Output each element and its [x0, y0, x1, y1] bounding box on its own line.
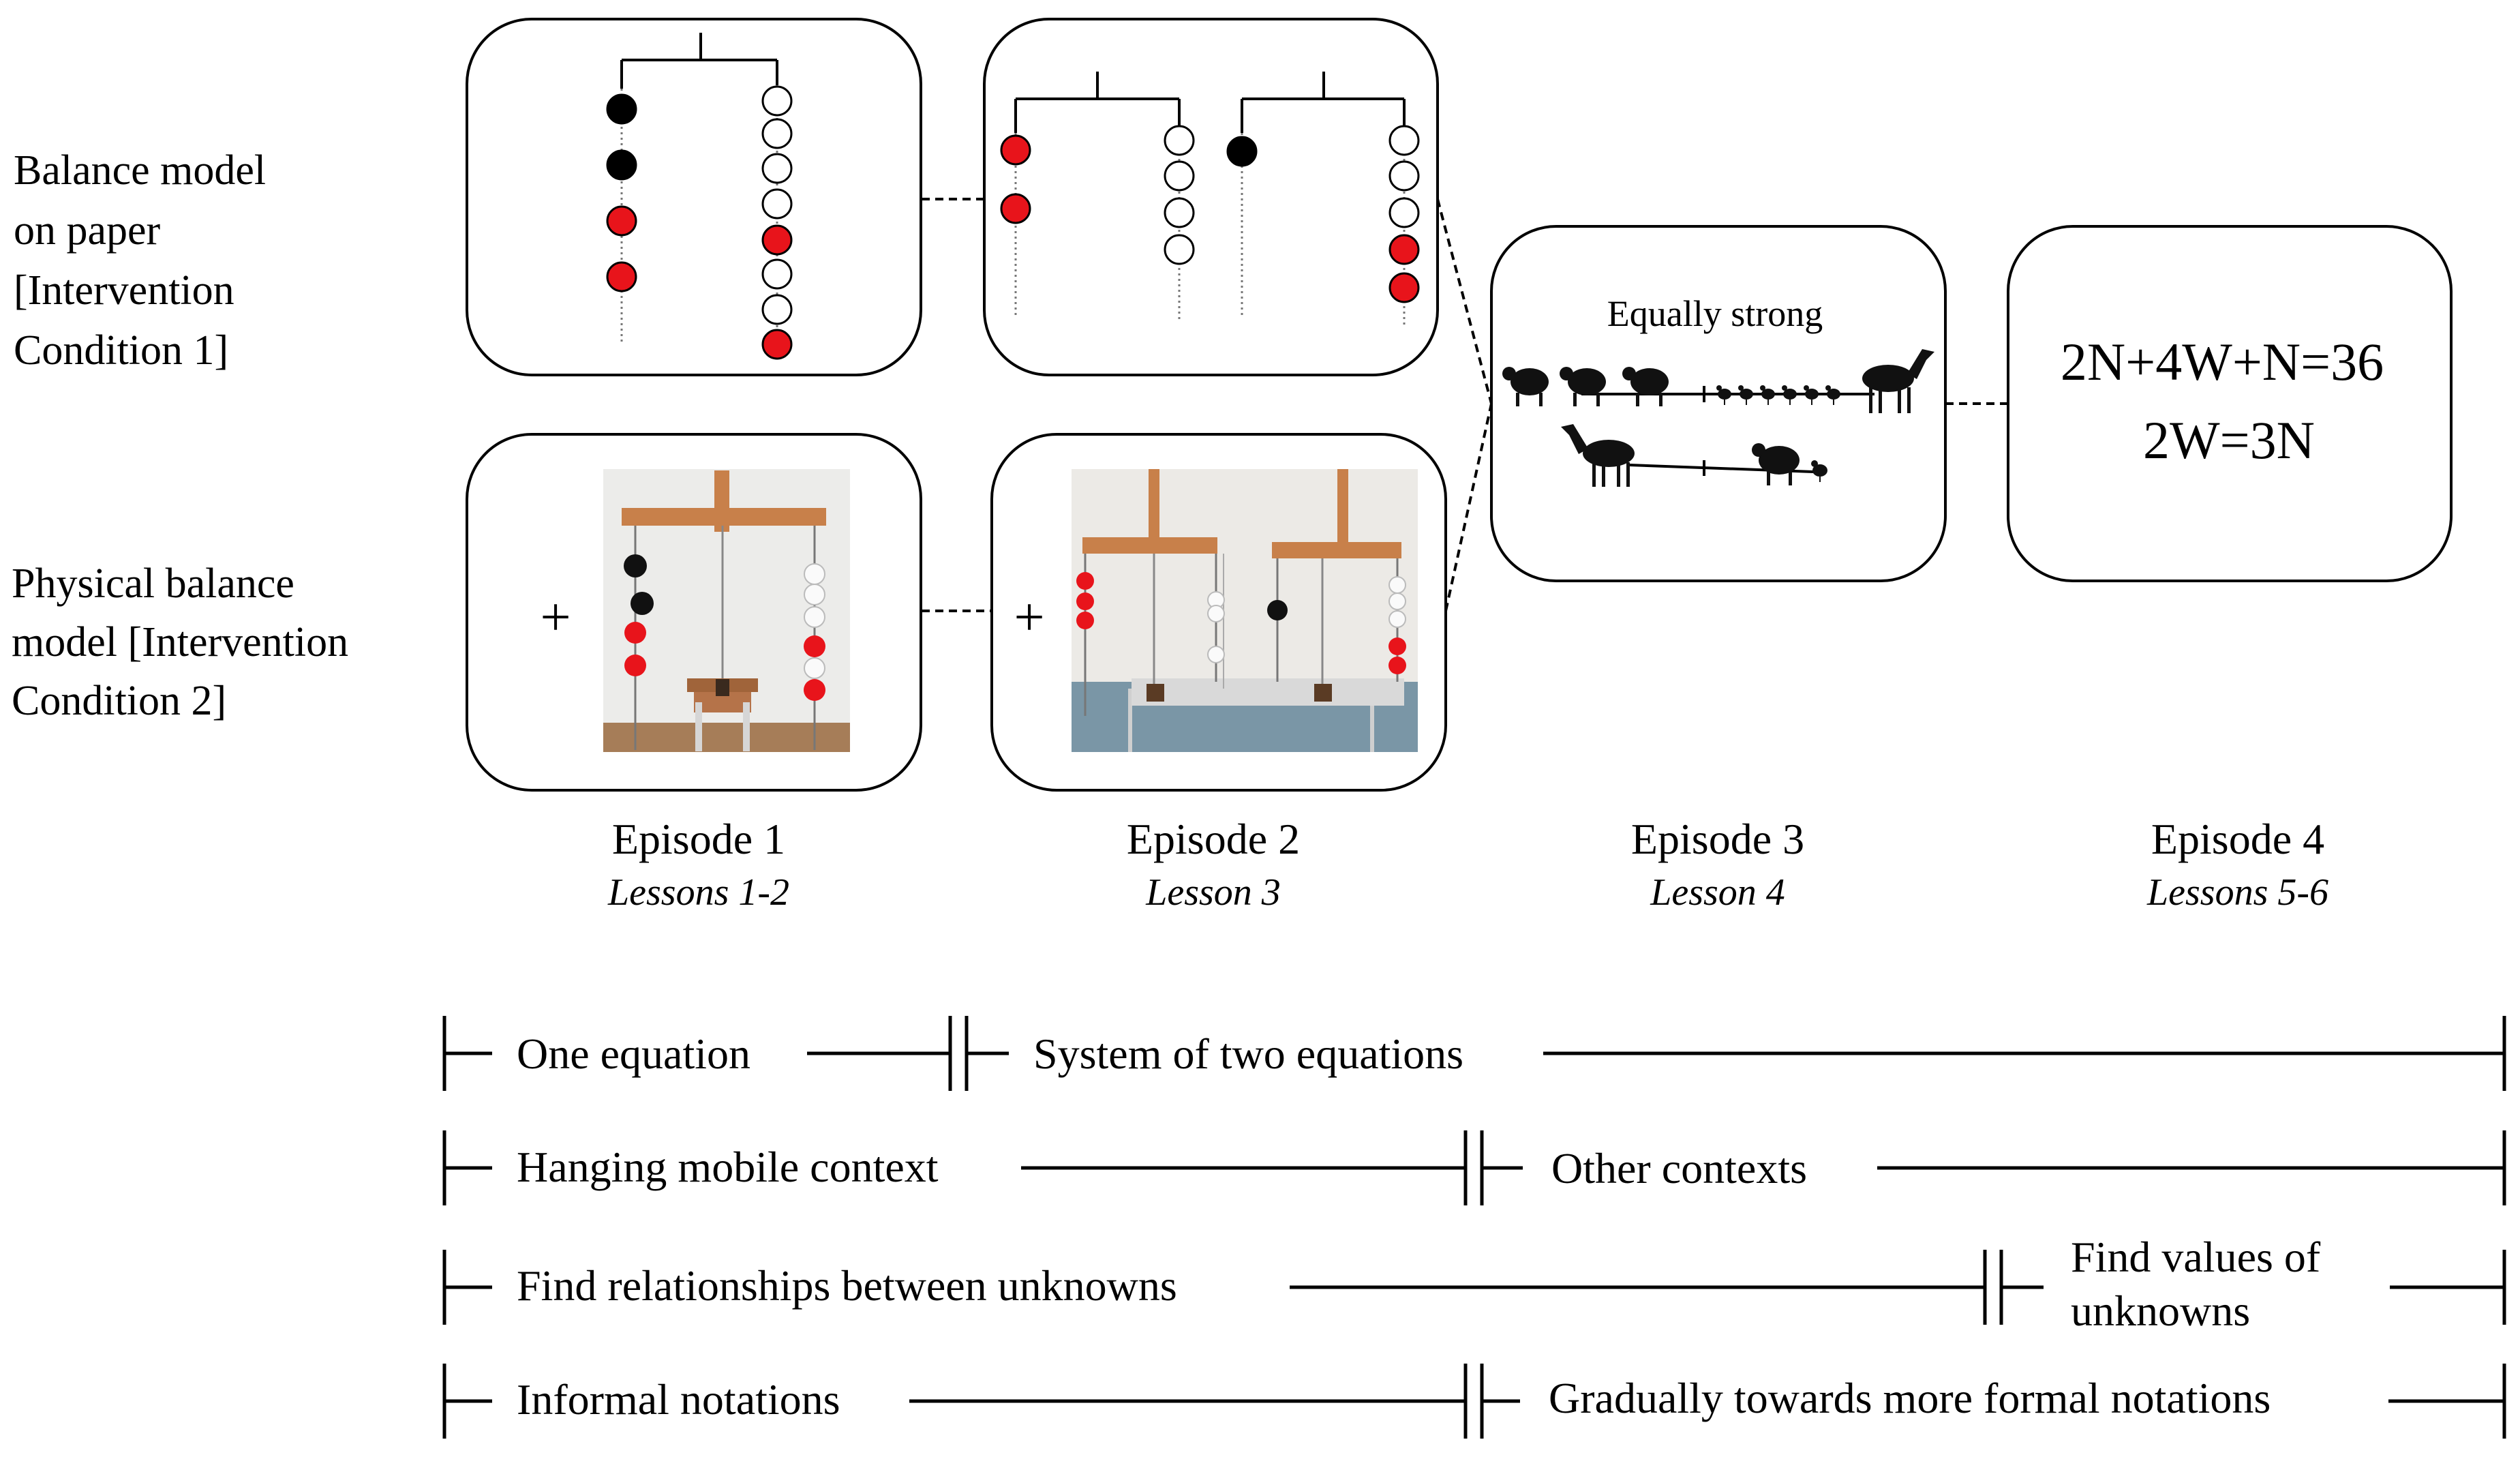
panel-episode4	[2007, 225, 2453, 582]
bead-white	[761, 294, 793, 325]
bead-red	[1388, 272, 1420, 303]
episode-2-title: Episode 2	[1127, 815, 1300, 863]
photo-physical-model-1	[603, 469, 850, 752]
bead-white	[761, 118, 793, 149]
animal-balance-row-2	[1561, 424, 1827, 487]
bead-red	[1000, 134, 1031, 166]
sheep-icon	[1502, 367, 1549, 406]
bead-white	[1164, 234, 1195, 265]
timeline-segment: Find relationships between unknowns	[517, 1261, 1177, 1310]
episode-4-lessons: Lessons 5-6	[2146, 871, 2328, 914]
paper-mobile-2a	[1000, 72, 1195, 320]
episode-1-title: Episode 1	[612, 815, 785, 863]
panel-episode3	[1490, 225, 1947, 582]
timeline-unknowns: Find relationships between unknowns Find…	[442, 1233, 2506, 1335]
timeline-segment: Hanging mobile context	[517, 1143, 939, 1191]
bead-white	[761, 188, 793, 220]
bead-red	[1388, 234, 1420, 265]
timeline-notations: Informal notations Gradually towards mor…	[442, 1364, 2506, 1439]
bead-white	[761, 85, 793, 117]
episode-3-title: Episode 3	[1631, 815, 1804, 863]
timeline-segment: Informal notations	[517, 1375, 840, 1424]
paper-mobile-1	[606, 33, 793, 360]
connector	[1444, 403, 1493, 612]
photo-physical-model-2	[1072, 469, 1418, 752]
timeline-segment: Other contexts	[1551, 1144, 1807, 1192]
bead-red	[761, 329, 793, 360]
episode-3-lessons: Lesson 4	[1650, 871, 1785, 914]
chicken-icon	[1716, 385, 1731, 405]
timeline-segment-line: Find values of	[2071, 1233, 2321, 1281]
plus-sign: +	[1014, 588, 1044, 648]
chicken-icon	[1811, 460, 1827, 482]
chicken-icon	[1760, 385, 1775, 405]
equation-2: 2W=3N	[2143, 410, 2315, 470]
chicken-icon	[1738, 385, 1753, 405]
bead-white	[1388, 125, 1420, 156]
episode-1-lessons: Lessons 1-2	[607, 871, 789, 914]
episode-4-title: Episode 4	[2151, 815, 2324, 863]
bead-black	[606, 93, 637, 125]
bead-white	[1164, 160, 1195, 192]
chicken-icon	[1804, 385, 1819, 405]
row-label-paper: Balance model on paper [Intervention Con…	[14, 147, 277, 374]
episode3-title: Equally strong	[1607, 293, 1823, 334]
row-label-physical: Physical balance model [Intervention Con…	[12, 560, 359, 724]
bead-red	[606, 261, 637, 292]
bead-red	[761, 224, 793, 256]
bead-white	[1164, 125, 1195, 156]
sheep-icon	[1622, 367, 1669, 406]
bead-white	[1388, 160, 1420, 192]
bead-white	[761, 258, 793, 290]
timeline-segment: System of two equations	[1033, 1030, 1463, 1078]
sheep-icon	[1752, 443, 1800, 485]
timeline-contexts: Hanging mobile context Other contexts	[442, 1130, 2506, 1205]
timeline-segment: One equation	[517, 1030, 750, 1078]
timeline-segment-wrapped: Find values of unknowns	[2071, 1233, 2331, 1335]
timeline-segment: Gradually towards more formal notations	[1549, 1374, 2271, 1422]
sheep-icon	[1560, 367, 1606, 406]
chicken-icon	[1782, 385, 1797, 405]
chicken-icon	[1825, 385, 1840, 405]
paper-mobile-2b	[1226, 72, 1420, 327]
bead-red	[1000, 193, 1031, 224]
horse-icon	[1561, 424, 1635, 487]
plus-sign: +	[540, 588, 571, 648]
bead-white	[1388, 197, 1420, 228]
bead-red	[606, 205, 637, 237]
bead-white	[1164, 197, 1195, 228]
episode-2-lessons: Lesson 3	[1145, 871, 1281, 914]
animal-balance-row-1	[1502, 349, 1934, 413]
bead-white	[761, 153, 793, 184]
connector	[1436, 198, 1493, 404]
bead-black	[1226, 136, 1258, 167]
panel-episode1-paper	[466, 18, 922, 376]
timeline-segment-line: unknowns	[2071, 1287, 2250, 1335]
bead-black	[606, 149, 637, 181]
panel-episode2-paper	[983, 18, 1439, 376]
horse-icon	[1862, 349, 1934, 413]
equation-1: 2N+4W+N=36	[2061, 332, 2384, 391]
timeline-equations: One equation System of two equations	[442, 1016, 2506, 1091]
